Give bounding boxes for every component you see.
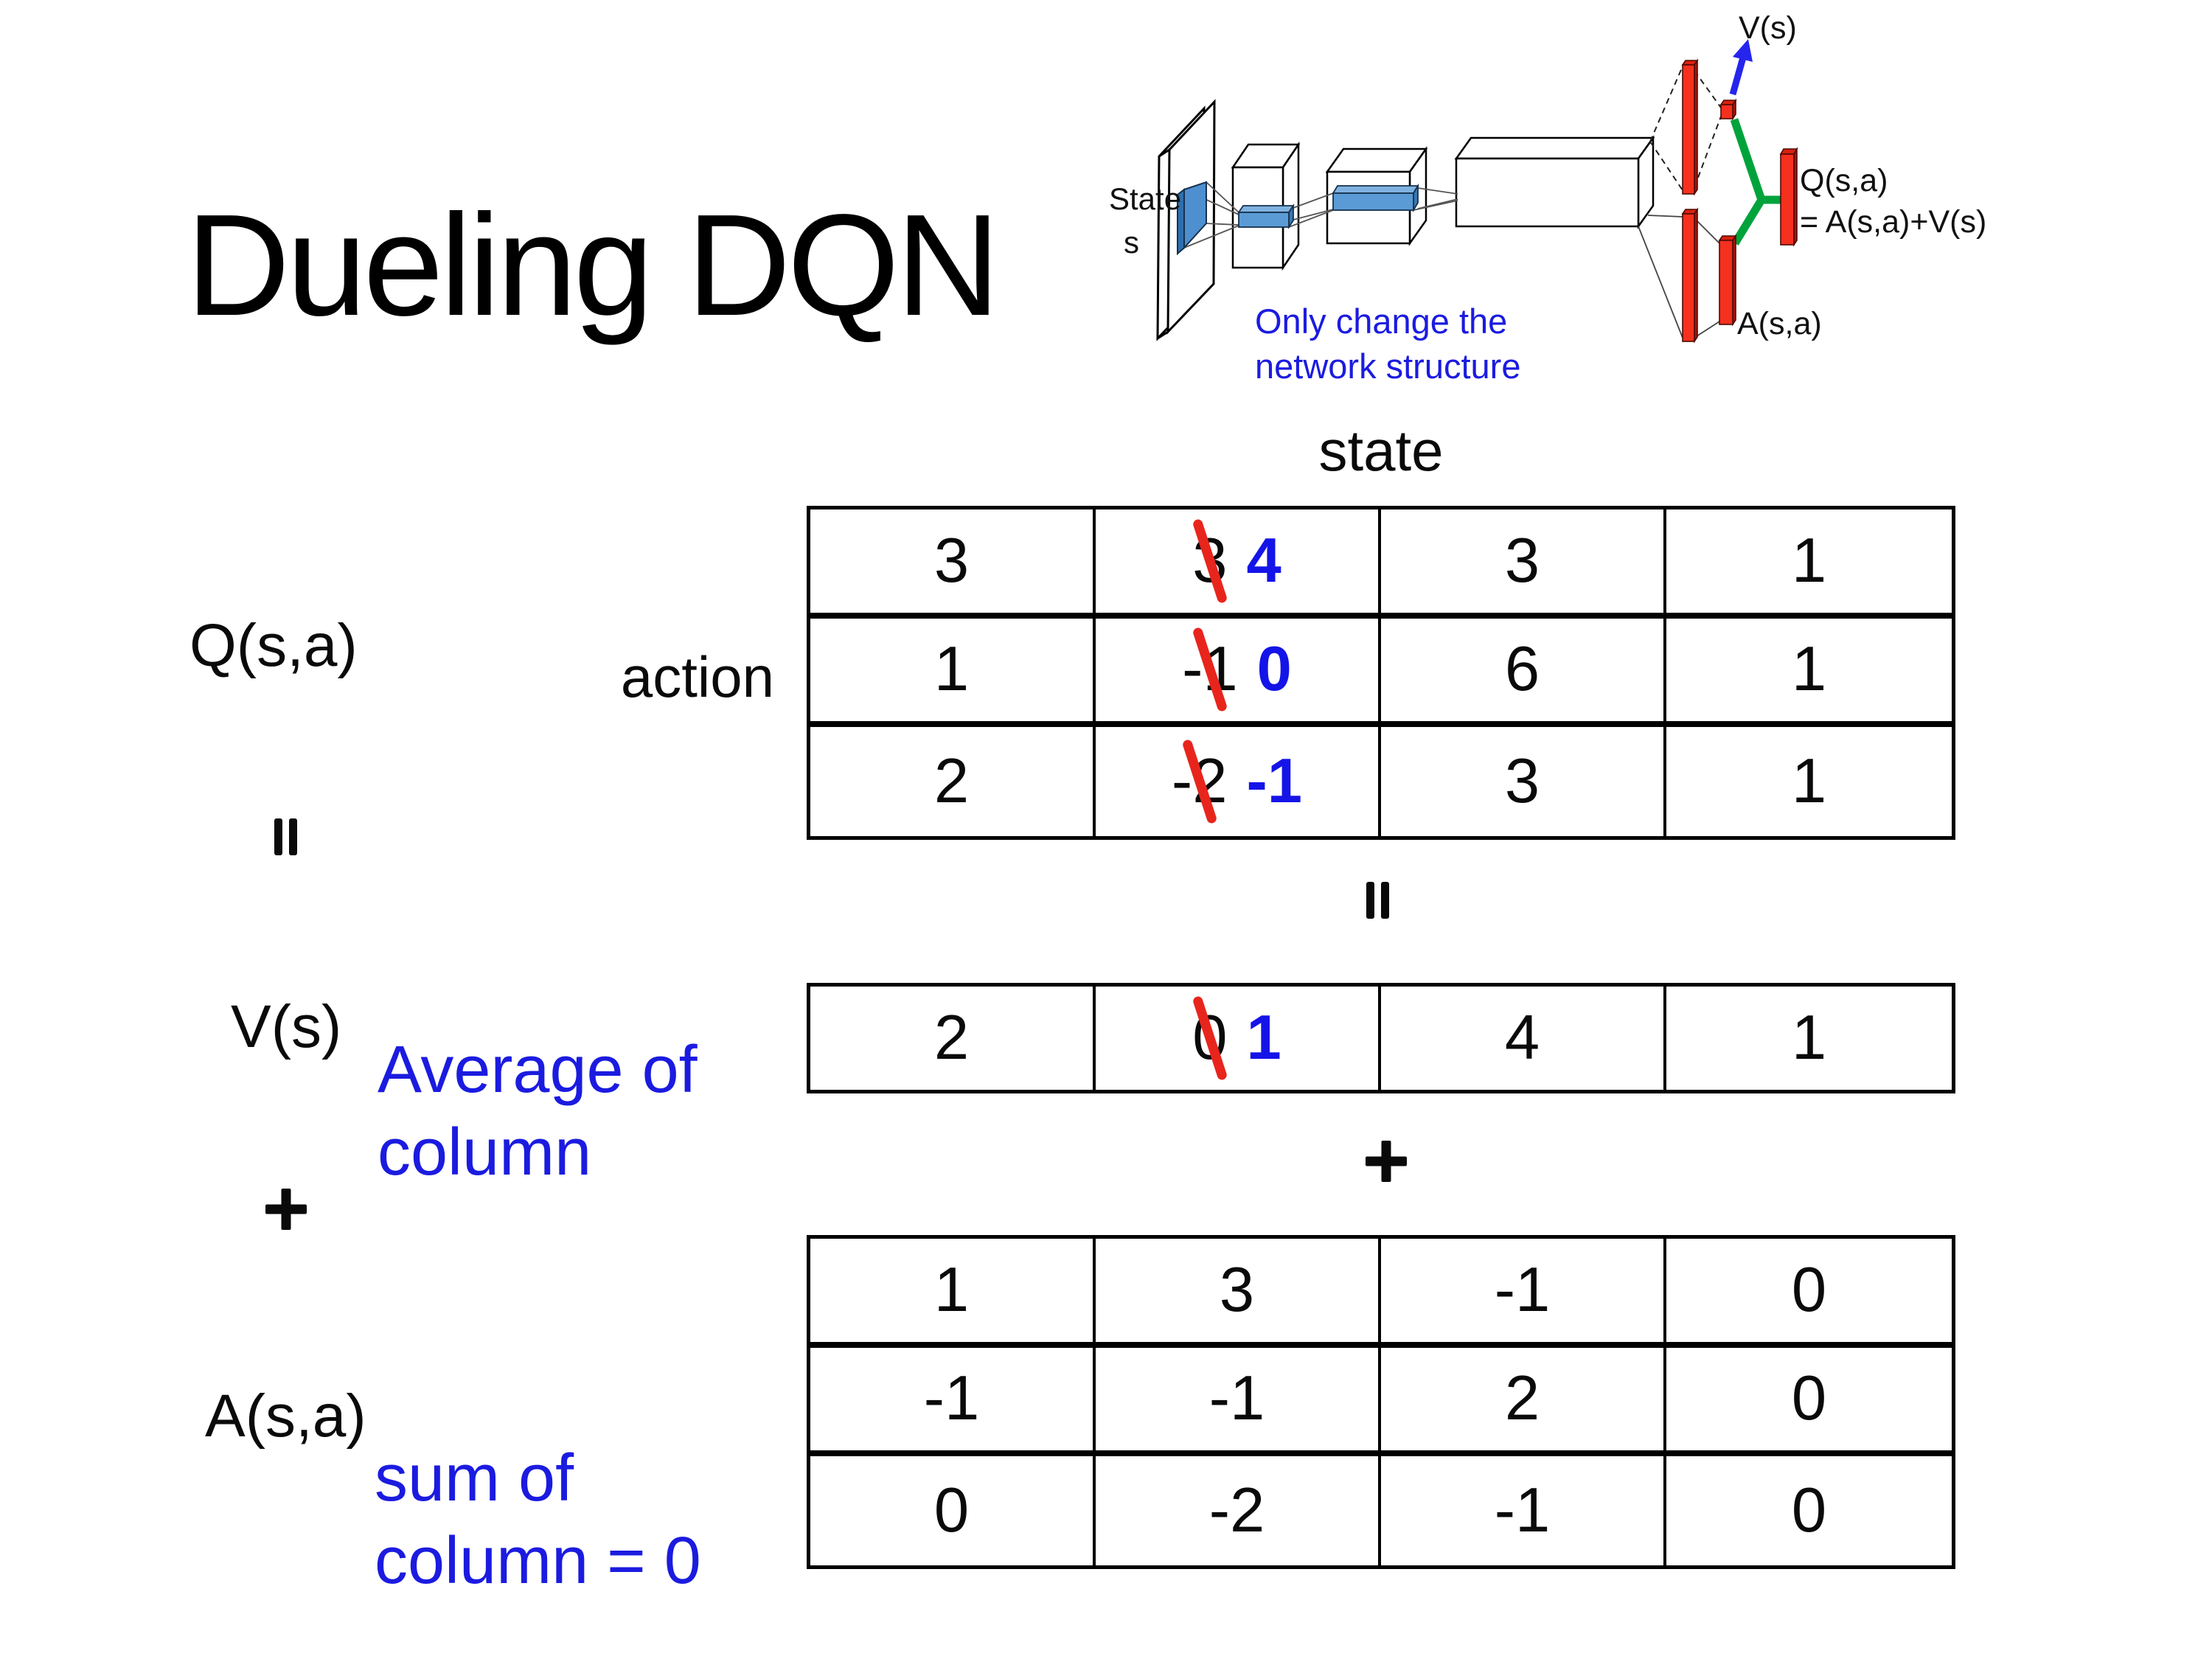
plus-sign-left xyxy=(265,1189,307,1230)
v_row-cell-0-0: 2 xyxy=(810,987,1096,1090)
equals-bar xyxy=(1366,882,1374,919)
state-axis-header: state xyxy=(1318,418,1444,483)
red-strike-line xyxy=(1181,739,1218,825)
a_table-cell-2-1: -2 xyxy=(1096,1456,1381,1565)
q-output-label: Q(s,a) xyxy=(1800,163,1888,198)
q_table-cell-0-2: 3 xyxy=(1381,509,1666,619)
a-output-label: A(s,a) xyxy=(1737,306,1822,341)
q_table-cell-1-1: -1 0 xyxy=(1096,618,1381,728)
fc-bars xyxy=(1681,58,1798,344)
network-note-line1: Only change the xyxy=(1255,302,1507,341)
q_table-cell-0-3: 1 xyxy=(1666,509,1952,619)
equals-bar xyxy=(289,818,297,855)
conv-cube-3 xyxy=(1454,135,1655,229)
fc-node-value xyxy=(1719,98,1737,121)
v_row-cell-0-3: 1 xyxy=(1791,1003,1827,1073)
a-matrix-label: A(s,a) xyxy=(205,1382,366,1450)
note-line: column xyxy=(378,1115,592,1189)
a_table-cell-0-1: 3 xyxy=(1096,1239,1381,1348)
v_row-cell-0-2: 4 xyxy=(1381,987,1666,1090)
red-strike-line xyxy=(1192,995,1228,1082)
sum-of-column-note: sum of column = 0 xyxy=(375,1438,701,1602)
plus-bar xyxy=(281,1189,291,1230)
average-of-column-note: Average of column xyxy=(378,1029,698,1194)
q-output-formula: = A(s,a)+V(s) xyxy=(1800,204,1986,240)
value-arrow xyxy=(1729,39,1753,96)
network-note-line2: network structure xyxy=(1255,347,1520,386)
state-value-row: 20141 xyxy=(807,983,1955,1093)
a_table-cell-0-0: 1 xyxy=(810,1239,1096,1348)
new-value: 0 xyxy=(1256,634,1292,705)
equals-sign-left xyxy=(274,818,297,855)
q_table-cell-1-3: 1 xyxy=(1666,619,1952,728)
a_table-cell-2-0: 0 xyxy=(810,1456,1096,1565)
fc-bar-value-hidden xyxy=(1681,58,1699,196)
equals-sign-center xyxy=(1366,882,1389,919)
red-strike-line xyxy=(1192,627,1228,713)
note-line: column = 0 xyxy=(375,1523,701,1598)
a_table-cell-0-3: 0 xyxy=(1666,1239,1952,1348)
new-value: 4 xyxy=(1246,525,1281,596)
q_table-cell-2-1: -2 -1 xyxy=(1096,727,1381,836)
old-value: 3 xyxy=(1192,518,1228,604)
plus-sign-center xyxy=(1366,1141,1407,1182)
note-line: Average of xyxy=(378,1033,698,1107)
q_table-cell-2-3: 1 xyxy=(1791,746,1827,817)
a_table-cell-1-3: 0 xyxy=(1666,1348,1952,1457)
q_table-cell-1-0: 1 xyxy=(810,618,1096,728)
feature-wedge xyxy=(1177,181,1207,256)
fc-bar-advantage-out xyxy=(1718,234,1737,327)
a_table-cell-1-1: -1 xyxy=(1096,1347,1381,1457)
note-line: sum of xyxy=(375,1441,574,1515)
new-value: 1 xyxy=(1246,1003,1281,1073)
v-row-label: V(s) xyxy=(231,993,342,1060)
v_row-cell-0-1: 01 xyxy=(1096,987,1381,1090)
feature-bar-2 xyxy=(1332,183,1419,213)
feature-bar-1 xyxy=(1237,204,1295,229)
old-value: -1 xyxy=(1182,627,1238,713)
q_table-cell-0-1: 34 xyxy=(1096,509,1381,619)
plus-bar xyxy=(1381,1141,1391,1182)
fc-bar-advantage-hidden xyxy=(1681,207,1699,344)
a_table-cell-0-2: -1 xyxy=(1381,1239,1666,1348)
aggregation-links xyxy=(1730,118,1781,246)
new-value: -1 xyxy=(1246,746,1303,817)
conv-fan-lines xyxy=(1183,181,1458,248)
v-output-label: V(s) xyxy=(1739,10,1797,46)
a_table-cell-1-0: -1 xyxy=(810,1347,1096,1457)
action-axis-label: action xyxy=(620,644,774,709)
fc-bar-q-out xyxy=(1779,146,1798,247)
equals-bar xyxy=(274,818,282,855)
a_table-cell-1-2: 2 xyxy=(1381,1347,1666,1457)
equals-bar xyxy=(1381,882,1389,919)
value-stream-dashed-links xyxy=(1649,66,1722,191)
q_table-cell-1-2: 6 xyxy=(1381,618,1666,728)
q-matrix-label: Q(s,a) xyxy=(189,612,358,679)
advantage-stream-links xyxy=(1638,215,1720,338)
old-value: -2 xyxy=(1172,739,1228,825)
red-strike-line xyxy=(1192,518,1228,604)
slide-title: Dueling DQN xyxy=(186,184,1001,346)
q_table-cell-0-0: 3 xyxy=(810,509,1096,619)
a_table-cell-2-2: -1 xyxy=(1381,1456,1666,1565)
state-input-label-line2: s xyxy=(1124,225,1139,260)
state-input-label-line1: State xyxy=(1109,181,1181,216)
dueling-network-diagram: State s V(s) Q(s,a) = A(s,a)+V(s) A(s,a)… xyxy=(1109,10,1986,386)
a_table-cell-2-3: 0 xyxy=(1791,1475,1827,1546)
old-value: 0 xyxy=(1192,995,1228,1082)
q_table-cell-2-0: 2 xyxy=(810,727,1096,836)
q_table-cell-2-2: 3 xyxy=(1381,727,1666,836)
